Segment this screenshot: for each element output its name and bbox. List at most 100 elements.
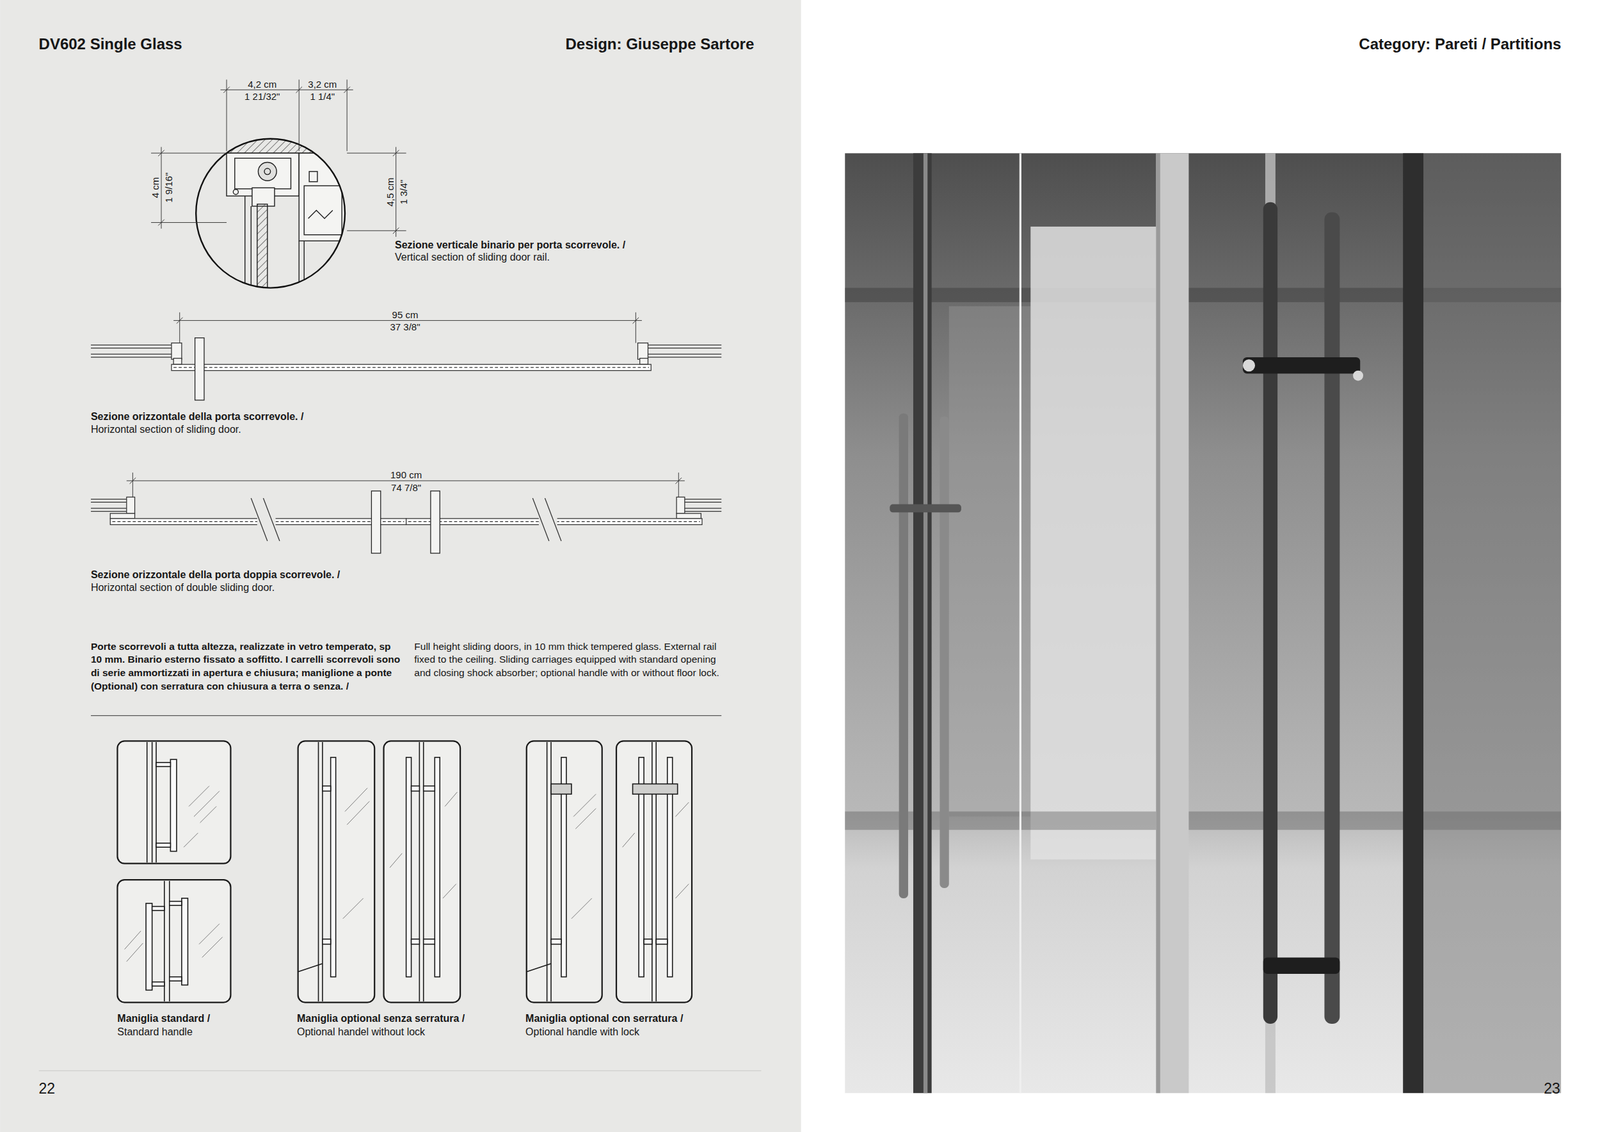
single-door-plan [90, 344, 176, 345]
page-number: 23 [1543, 1079, 1561, 1096]
rail-section-detail [250, 206, 252, 296]
single-door-plan [640, 358, 649, 365]
handle-illustrations [526, 740, 603, 1002]
double-door-plan [90, 498, 129, 500]
handle-caption: Maniglia optional senza serratura / [296, 1012, 465, 1024]
double-door-plan [90, 501, 129, 503]
handle-illustrations [423, 938, 436, 944]
handle-illustrations [434, 757, 440, 977]
double-door-plan [371, 490, 381, 553]
handle-illustrations [298, 963, 323, 972]
handle-illustrations [343, 897, 364, 919]
handle-illustrations [200, 805, 217, 823]
dimension-label: 74 7/8" [389, 481, 424, 492]
glass-door-photo [1030, 226, 1163, 859]
section-caption: Sezione orizzontale della porta doppia s… [90, 568, 340, 580]
glass-door-photo [1155, 152, 1189, 1093]
rail-section-detail [308, 209, 333, 219]
handle-illustrations [298, 740, 376, 1002]
page-title: DV602 Single Glass [39, 35, 183, 54]
glass-door-photo [1263, 956, 1341, 974]
dimension-lines [295, 87, 303, 94]
handle-illustrations [384, 740, 461, 1002]
single-door-plan [90, 356, 176, 358]
dimension-lines [343, 87, 351, 94]
handle-caption: Standard handle [117, 1025, 192, 1038]
single-door-plan [640, 344, 722, 345]
section-caption: Sezione orizzontale della porta scorrevo… [90, 410, 304, 422]
double-door-plan [676, 513, 701, 519]
dimension-lines [126, 480, 685, 481]
dimension-lines [132, 472, 134, 498]
handle-illustrations [551, 938, 562, 944]
dimension-lines [675, 477, 683, 484]
double-door-plan [126, 496, 136, 514]
glass-door-photo [1352, 370, 1364, 381]
glass-door-photo [844, 152, 1561, 1093]
rail-section-detail [298, 152, 347, 241]
dimension-lines [173, 320, 642, 321]
handle-illustrations [346, 800, 370, 825]
handle-illustrations [169, 976, 182, 981]
double-door-plan [682, 501, 722, 503]
designer-credit: Design: Giuseppe Sartore [565, 35, 755, 54]
handle-illustrations [168, 880, 171, 1001]
handle-illustrations [126, 942, 144, 962]
handle-illustrations [169, 901, 182, 905]
handle-illustrations [199, 923, 220, 944]
double-door-plan [430, 490, 440, 553]
double-door-plan [544, 497, 562, 541]
dimension-label: 4,5 cm [385, 175, 395, 208]
handle-illustrations [322, 785, 331, 792]
double-door-plan [263, 497, 280, 541]
handle-illustrations [156, 842, 171, 847]
handle-illustrations [124, 930, 142, 950]
rail-section-detail [304, 185, 342, 235]
handle-illustrations [575, 808, 596, 829]
handle-illustrations [675, 801, 690, 816]
handle-illustrations [643, 938, 653, 944]
rail-section-detail [257, 161, 277, 181]
glass-door-photo [1402, 152, 1424, 1093]
handle-illustrations [571, 793, 596, 918]
handle-illustrations [389, 853, 402, 868]
dimension-lines [158, 219, 165, 226]
rail-section-detail [303, 240, 304, 296]
double-door-plan [682, 498, 722, 500]
handle-illustrations [318, 741, 320, 1001]
handle-illustrations [322, 938, 331, 944]
glass-door-photo [913, 152, 932, 1093]
dimension-lines [158, 149, 165, 157]
rail-section-detail [298, 240, 300, 296]
handle-illustrations [632, 783, 678, 794]
single-door-plan [90, 347, 176, 349]
glass-door-photo [923, 152, 928, 1093]
handle-illustrations [442, 883, 457, 898]
double-door-plan [532, 497, 550, 541]
handle-illustrations [151, 741, 153, 863]
double-door-plan [682, 510, 722, 512]
dimension-label: 190 cm [388, 469, 424, 480]
dimension-lines [395, 147, 397, 237]
double-door-plan [90, 510, 129, 512]
handle-illustrations [117, 740, 692, 1002]
double-door-plan [90, 490, 722, 553]
dimension-lines [151, 222, 227, 223]
handle-illustrations [183, 785, 220, 848]
handle-illustrations [423, 785, 436, 792]
glass-door-photo [1423, 152, 1561, 1093]
section-caption: Horizontal section of sliding door. [90, 423, 242, 436]
single-door-plan [90, 337, 722, 400]
handle-illustrations [526, 963, 552, 972]
handle-illustrations [117, 740, 231, 863]
glass-door-photo [1242, 357, 1360, 374]
handle-illustrations [616, 740, 692, 1002]
handle-illustrations [573, 793, 596, 816]
dimension-label: 3,2 cm [305, 78, 339, 89]
handle-illustrations [389, 791, 457, 898]
single-door-plan [640, 356, 722, 358]
double-door-plan [250, 497, 268, 541]
handle-illustrations [181, 897, 189, 985]
dimension-lines [176, 317, 184, 324]
